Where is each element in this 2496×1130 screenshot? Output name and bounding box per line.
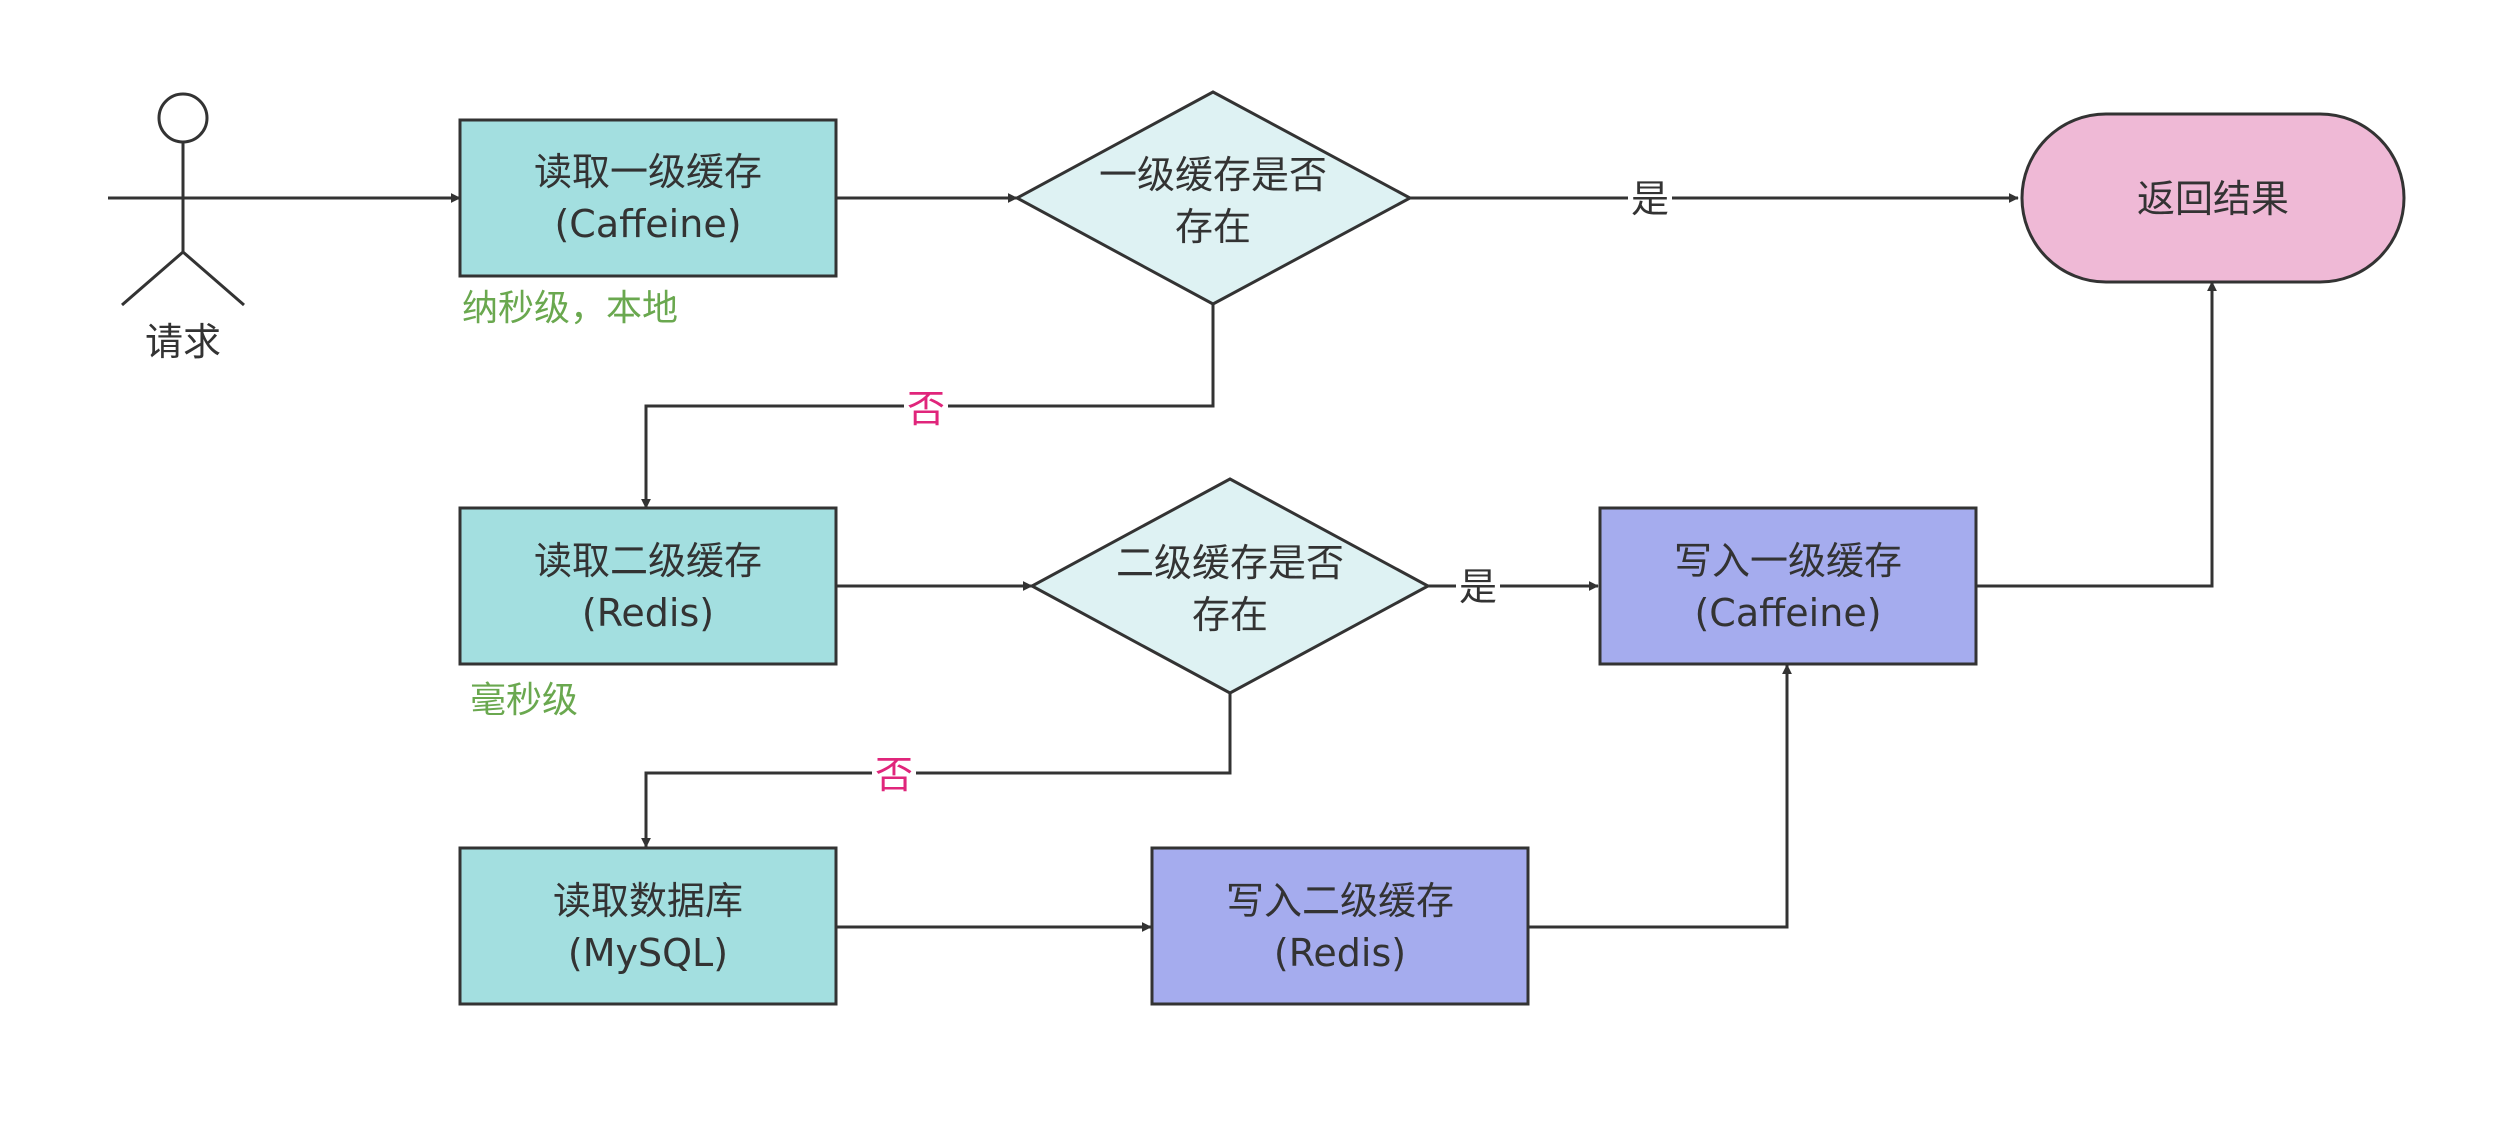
node-read-l1-cache: 读取一级缓存 (Caffeine)	[458, 118, 838, 278]
node-read-l2-cache: 读取二级缓存 (Redis)	[458, 506, 838, 666]
node-write-l1-cache: 写入一级缓存 (Caffeine)	[1598, 506, 1978, 666]
read-db-line2: (MySQL)	[568, 931, 728, 975]
node-check-l2-cache: 二级缓存是否 存在	[1028, 477, 1432, 695]
edge-check-l2-no-to-read-db	[641, 693, 1232, 848]
write-l2-line2: (Redis)	[1274, 931, 1406, 975]
node-return-result: 返回结果	[2020, 112, 2406, 284]
edge-labels: 是 否 是 否	[872, 174, 1672, 797]
actor-label: 请求	[145, 320, 221, 364]
write-l2-line1: 写入二级缓存	[1226, 879, 1454, 923]
edge-label-l2-yes: 是	[1459, 565, 1497, 609]
check-l2-line1: 二级缓存是否	[1116, 541, 1344, 585]
edge-write-l1-to-result	[1976, 281, 2217, 588]
node-read-database: 读取数据库 (MySQL)	[458, 846, 838, 1006]
check-l1-line2: 存在	[1175, 205, 1251, 249]
stick-figure-icon	[108, 92, 258, 307]
node-write-l2-cache: 写入二级缓存 (Redis)	[1150, 846, 1530, 1006]
edge-label-l2-no: 否	[875, 753, 913, 797]
read-l1-line2: (Caffeine)	[554, 202, 741, 246]
check-l1-line1: 一级缓存是否	[1099, 153, 1327, 197]
write-l1-line1: 写入一级缓存	[1674, 539, 1902, 583]
edge-write-l2-to-write-l1	[1528, 664, 1792, 929]
actor-request: 请求	[108, 92, 258, 364]
write-l1-line2: (Caffeine)	[1694, 591, 1881, 635]
node-check-l1-cache: 一级缓存是否 存在	[1013, 90, 1414, 306]
read-l2-line2: (Redis)	[582, 591, 714, 635]
note-l1-speed: 纳秒级，本地	[462, 288, 678, 329]
read-l1-line1: 读取一级缓存	[534, 150, 762, 194]
read-db-line1: 读取数据库	[553, 879, 743, 923]
edge-label-l1-no: 否	[907, 387, 945, 431]
check-l2-line2: 存在	[1192, 593, 1268, 637]
result-label: 返回结果	[2137, 177, 2289, 221]
note-l2-speed: 毫秒级	[470, 680, 578, 721]
edge-label-l1-yes: 是	[1631, 177, 1669, 221]
read-l2-line1: 读取二级缓存	[534, 539, 762, 583]
